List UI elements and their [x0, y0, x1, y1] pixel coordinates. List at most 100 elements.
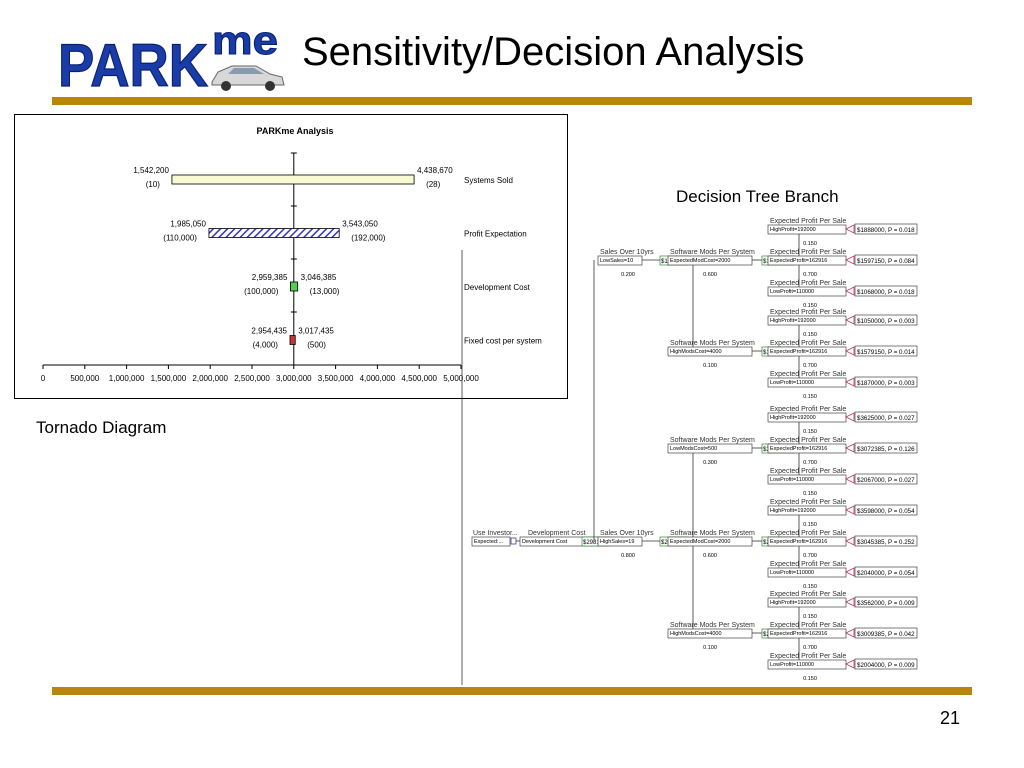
tornado-bar — [208, 228, 340, 238]
leaf-label: Expected Profit Per Sale — [770, 437, 846, 444]
bar-name: Development Cost — [464, 283, 531, 292]
leaf-value: ExpectedProfit=162916 — [770, 446, 827, 452]
dev-ev: $2981970 — [583, 540, 610, 546]
leaf-value: LowProfit=110000 — [770, 477, 814, 483]
leaf-label: Expected Profit Per Sale — [770, 218, 846, 225]
leaf-value: LowProfit=110000 — [770, 380, 814, 386]
leaf-label: Expected Profit Per Sale — [770, 468, 846, 475]
leaf-label: Expected Profit Per Sale — [770, 280, 846, 287]
leaf-value: HighProfit=192000 — [770, 227, 816, 233]
mods-label: Software Mods Per System — [670, 437, 755, 444]
bar-name: Systems Sold — [464, 176, 513, 185]
leaf-result: $3009385, P = 0.042 — [857, 631, 915, 638]
tree-caption: Decision Tree Branch — [676, 187, 839, 206]
leaf-value: ExpectedProfit=162916 — [770, 539, 827, 545]
leaf-value: ExpectedProfit=162916 — [770, 349, 827, 355]
leaf-box — [767, 505, 847, 516]
mods-prob: 0.300 — [703, 460, 717, 466]
x-tick-label: 2,000,000 — [192, 374, 228, 383]
leaf-box — [767, 315, 847, 326]
leaf-result-box — [854, 566, 918, 578]
terminal-node — [845, 597, 855, 607]
bar-name: Fixed cost per system — [464, 337, 542, 346]
leaf-label: Expected Profit Per Sale — [770, 340, 846, 347]
leaf-result-box — [854, 504, 918, 516]
leaf-box — [767, 597, 847, 608]
leaf-result-box — [854, 658, 918, 670]
leaf-prob: 0.150 — [803, 614, 817, 620]
x-tick-label: 2,500,000 — [234, 374, 270, 383]
page-number: 21 — [940, 708, 961, 728]
leaf-box — [767, 346, 847, 357]
sales-prob: 0.800 — [621, 553, 635, 559]
mods-prob: 0.600 — [703, 272, 717, 278]
leaf-box — [767, 377, 847, 388]
leaf-prob: 0.150 — [803, 491, 817, 497]
sales-prob: 0.200 — [621, 272, 635, 278]
root-box — [471, 536, 511, 547]
x-tick-label: 0 — [41, 374, 46, 383]
leaf-prob: 0.150 — [803, 522, 817, 528]
leaf-label: Expected Profit Per Sale — [770, 371, 846, 378]
dev-value: Development Cost — [522, 539, 568, 545]
mods-box — [667, 536, 753, 547]
logo-text-sup: me — [212, 20, 278, 63]
leaf-result: $3045385, P = 0.252 — [857, 539, 915, 546]
leaf-prob: 0.150 — [803, 303, 817, 309]
leaf-prob: 0.150 — [803, 676, 817, 682]
leaf-box — [767, 474, 847, 485]
terminal-node — [845, 377, 855, 387]
leaf-result: $2067000, P = 0.027 — [857, 477, 915, 484]
leaf-box — [767, 567, 847, 578]
leaf-box — [767, 286, 847, 297]
leaf-result-box — [854, 596, 918, 608]
terminal-node — [845, 628, 855, 638]
leaf-result: $2004000, P = 0.009 — [857, 662, 915, 669]
leaf-value: LowProfit=110000 — [770, 289, 814, 295]
leaf-prob: 0.700 — [803, 553, 817, 559]
bar-high-input: (13,000) — [310, 287, 340, 296]
leaf-label: Expected Profit Per Sale — [770, 406, 846, 413]
x-tick-label: 1,500,000 — [151, 374, 187, 383]
leaf-label: Expected Profit Per Sale — [770, 622, 846, 629]
leaf-label: Expected Profit Per Sale — [770, 530, 846, 537]
terminal-node — [845, 659, 855, 669]
sales-box — [597, 536, 643, 547]
bottom-rule — [52, 687, 972, 695]
leaf-result: $1888000, P = 0.018 — [857, 227, 915, 234]
bar-low-input: (110,000) — [163, 234, 197, 243]
bar-low-label: 2,959,385 — [252, 273, 288, 282]
leaf-result-box — [854, 535, 918, 547]
mods-prob: 0.600 — [703, 553, 717, 559]
leaf-label: Expected Profit Per Sale — [770, 309, 846, 316]
leaf-result: $2040000, P = 0.054 — [857, 570, 915, 577]
leaf-prob: 0.150 — [803, 429, 817, 435]
leaf-result-box — [854, 376, 918, 388]
leaf-result: $3598000, P = 0.054 — [857, 508, 915, 515]
bar-low-input: (4,000) — [253, 341, 279, 350]
mods-label: Software Mods Per System — [670, 340, 755, 347]
leaf-result-box — [854, 627, 918, 639]
bar-high-label: 3,543,050 — [342, 220, 378, 229]
slide-title: Sensitivity/Decision Analysis — [302, 30, 805, 74]
root-value: Expected:... — [474, 539, 504, 545]
leaf-result: $3562000, P = 0.009 — [857, 600, 915, 607]
leaf-value: ExpectedProfit=162916 — [770, 258, 827, 264]
leaf-result-box — [854, 442, 918, 454]
leaf-value: HighProfit=192000 — [770, 318, 816, 324]
leaf-value: LowProfit=110000 — [770, 570, 814, 576]
mods-value: HighModsCost=4000 — [670, 349, 722, 355]
tornado-bar — [171, 174, 415, 185]
terminal-node — [845, 255, 855, 265]
terminal-node — [845, 346, 855, 356]
leaf-label: Expected Profit Per Sale — [770, 249, 846, 256]
leaf-box — [767, 412, 847, 423]
x-tick-label: 4,500,000 — [401, 374, 437, 383]
leaf-value: HighProfit=192000 — [770, 508, 816, 514]
leaf-result: $3072385, P = 0.126 — [857, 446, 915, 453]
leaf-result-box — [854, 473, 918, 485]
leaf-label: Expected Profit Per Sale — [770, 499, 846, 506]
terminal-node — [845, 412, 855, 422]
leaf-prob: 0.150 — [803, 584, 817, 590]
